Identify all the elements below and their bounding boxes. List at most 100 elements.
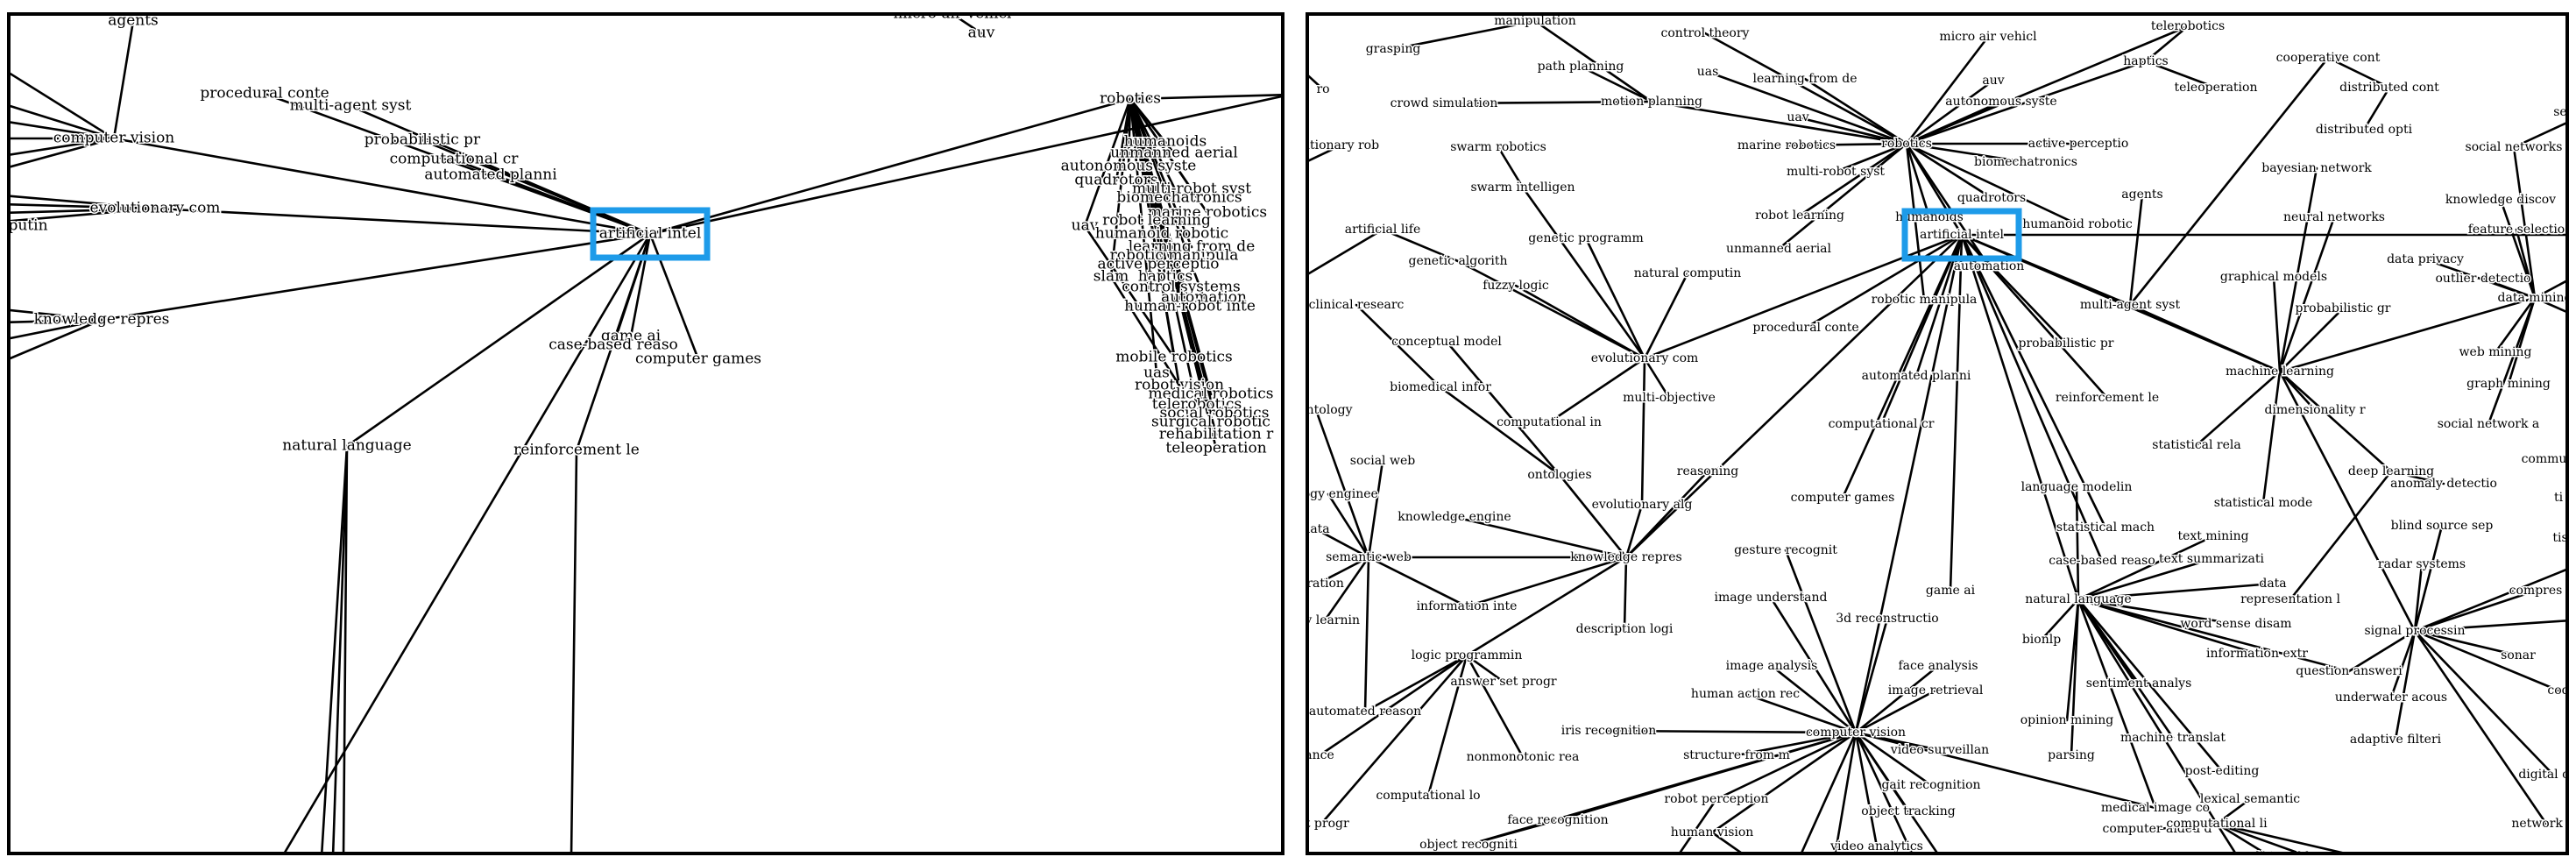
node-label-socweb[interactable]: social web [1348,453,1416,470]
node-label-desclog[interactable]: description logi [1575,621,1674,638]
node-label-blindsrc[interactable]: blind source sep [2389,518,2495,535]
node-label-infoext[interactable]: information extr [2205,646,2310,662]
node-label-autsys[interactable]: autonomous syste [1944,94,2058,110]
node-label-outlier[interactable]: outlier detectio [2434,271,2532,287]
node-label-dialog[interactable]: dialog [2251,849,2292,853]
node-label-webm[interactable]: web mining [2458,344,2533,361]
node-label-humanact[interactable]: human action rec [1689,686,1801,703]
node-label-tis[interactable]: tis [2551,530,2565,547]
node-label-pathp[interactable]: path planning [1536,59,1625,75]
node-label-clinres[interactable]: clinical researc [1309,297,1405,314]
node-label-unmanned[interactable]: unmanned aerial [1724,241,1833,258]
node-label-medimg[interactable]: medical image co [2099,800,2211,817]
node-label-textsum[interactable]: text summarizati [2158,551,2267,568]
node-label-distopt[interactable]: distributed opti [2314,122,2414,138]
node-label-dimred[interactable]: dimensionality r [2263,402,2367,419]
node-label-agents[interactable]: agents [2120,187,2164,203]
node-label-ro[interactable]: ro [1315,81,1331,98]
node-label-compintel[interactable]: computational in [1496,414,1603,431]
node-label-objtrack[interactable]: object tracking [1860,804,1957,820]
node-label-mt[interactable]: machine translat [2119,730,2226,747]
node-label-mas[interactable]: multi-agent syst [2078,297,2182,314]
node-label-graphm[interactable]: graphical models [2219,269,2328,286]
node-label-hrobotic[interactable]: humanoid robotic [2021,216,2134,233]
node-label-facerec[interactable]: face recognition [1506,812,1610,829]
node-label-krep[interactable]: knowledge repres [1569,549,1683,566]
node-label-infoint[interactable]: information inte [1415,598,1518,615]
node-label-ance[interactable]: ance [1309,747,1335,764]
node-label-rehab[interactable]: rehabilitation r [1157,424,1275,444]
node-label-commun[interactable]: commun [2520,451,2565,468]
node-label-concm[interactable]: conceptual model [1391,334,1504,351]
node-label-ontologies[interactable]: ontologies [1526,467,1593,484]
node-label-probpr[interactable]: probabilistic pr [2017,336,2115,352]
node-label-auv[interactable]: auv [966,23,996,43]
node-label-evocom[interactable]: evolutionary com [1589,351,1700,367]
node-label-ctheory[interactable]: control theory [1660,25,1751,42]
node-label-logprog[interactable]: logic programmin [1410,648,1524,664]
node-label-sonar[interactable]: sonar [2500,648,2537,664]
node-label-micro[interactable]: micro air vehicl [892,16,1013,24]
node-label-ap[interactable]: active perceptio [1096,254,1221,274]
node-label-neural[interactable]: neural networks [2282,209,2387,226]
node-label-statmode[interactable]: statistical mode [2212,495,2314,512]
node-label-bayes[interactable]: bayesian network [2261,160,2374,177]
node-label-telerob[interactable]: telerobotics [2149,18,2226,35]
node-label-sigproc[interactable]: signal processin [2363,623,2466,640]
node-label-haptics[interactable]: haptics [2122,53,2169,70]
node-label-asp[interactable]: answer set progr [1449,674,1559,690]
node-label-data[interactable]: data [1309,521,1331,538]
node-label-cod[interactable]: cod [2546,683,2565,699]
node-label-genprog[interactable]: genetic programm [1527,230,1645,247]
left-graph-panel[interactable]: artificial intelagentsmicro air vehiclau… [7,12,1284,855]
node-label-integ[interactable]: egration [1309,576,1345,592]
node-label-uas[interactable]: uas [1143,363,1171,383]
node-label-coopcont[interactable]: cooperative cont [2275,50,2381,67]
node-label-putin[interactable]: putin [11,216,49,236]
node-label-nl[interactable]: natural language [281,436,413,456]
node-label-rlearn[interactable]: robot learning [1101,210,1213,230]
node-label-quad[interactable]: quadrotors [1956,190,2027,207]
node-label-cbr[interactable]: case-based reaso [548,335,680,355]
node-label-ontoeng[interactable]: ntology enginee [1309,486,1379,503]
node-label-biomedinf[interactable]: biomedical infor [1389,379,1493,396]
node-label-objrec[interactable]: object recogniti [1419,837,1519,853]
node-label-biomech[interactable]: biomechatronics [1973,154,2079,171]
node-label-robmanip[interactable]: robotic manipula [1870,292,1978,308]
node-label-mob[interactable]: mobile robotics [1115,347,1235,367]
node-label-anomaly[interactable]: anomaly detectio [2389,476,2499,492]
node-label-natlang[interactable]: natural language [2024,591,2133,608]
node-label-underwater[interactable]: underwater acous [2333,690,2448,706]
node-label-soc[interactable]: social robotics [1158,403,1270,423]
node-label-ontlearn[interactable]: ogy learnin [1309,613,1362,629]
node-label-lang[interactable]: language modelin [2020,479,2134,496]
node-label-qa[interactable]: question answeri [2295,663,2404,680]
node-label-imganal[interactable]: image analysis [1724,658,1819,675]
node-label-mas[interactable]: multi-agent syst [288,96,413,116]
node-label-rl[interactable]: reinforcement le [513,440,641,460]
node-label-cs[interactable]: control systems [1121,277,1242,297]
node-label-data2[interactable]: data [2258,576,2288,592]
node-label-agents[interactable]: agents [107,16,160,31]
node-label-lfd[interactable]: learning from de [1752,71,1858,88]
node-label-natlang2[interactable]: natural language [2255,849,2364,853]
node-label-intprogr[interactable]: int progr [1309,816,1350,832]
node-label-quad[interactable]: quadrotors [1073,170,1159,190]
node-label-compress[interactable]: compres [2508,583,2564,599]
node-label-dmining[interactable]: data mining [2496,290,2565,307]
node-label-iris[interactable]: iris recognition [1560,723,1658,740]
node-label-comp[interactable]: computational cr [388,149,520,169]
node-label-kr[interactable]: knowledge repres [32,309,171,329]
node-label-as[interactable]: autonomous syste [1059,156,1198,176]
node-label-complo[interactable]: computational lo [1375,788,1482,804]
node-label-ontology[interactable]: ed ontology [1309,402,1354,419]
node-label-socnet[interactable]: social networks [2464,139,2564,156]
node-label-ua[interactable]: unmanned aerial [1109,143,1240,163]
node-label-wsd[interactable]: word sense disam [2179,616,2293,633]
node-label-rlearn[interactable]: robot learning [1754,208,1846,224]
node-label-lfd[interactable]: learning from de [1127,237,1256,257]
node-label-graphmin[interactable]: graph mining [2466,376,2552,393]
node-label-lexsem[interactable]: lexical semantic [2198,791,2301,808]
node-label-imgret[interactable]: image retrieval [1886,683,1985,699]
